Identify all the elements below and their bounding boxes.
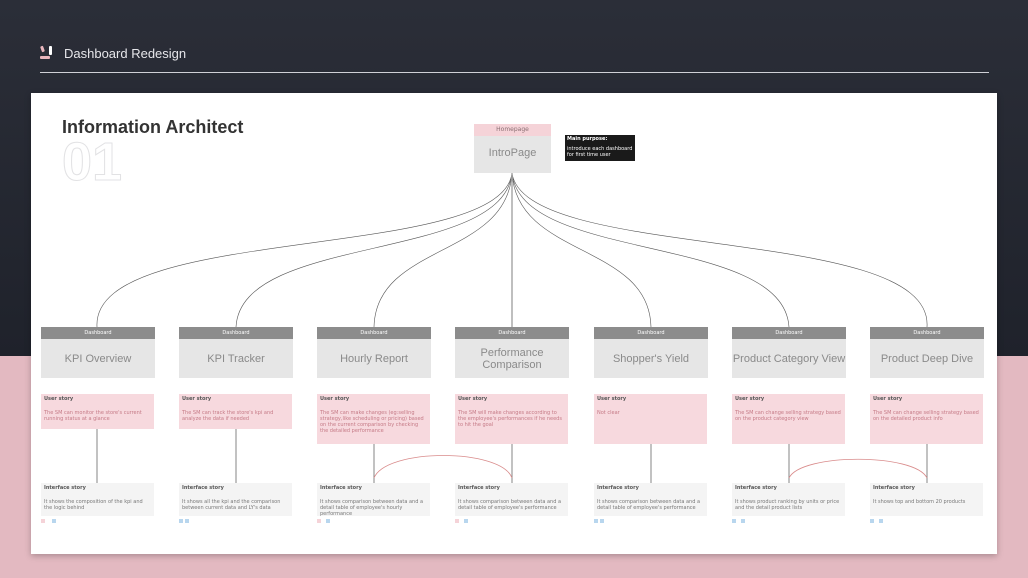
- interface-story-heading: Interface story: [735, 485, 777, 491]
- legend-square: [317, 519, 321, 523]
- legend-square: [600, 519, 604, 523]
- header-divider: [40, 72, 989, 73]
- legend-square: [52, 519, 56, 523]
- legend-square: [326, 519, 330, 523]
- legend-square: [870, 519, 874, 523]
- interface-story-heading: Interface story: [44, 485, 86, 491]
- user-story-text: The SM can change selling strategy based…: [873, 410, 979, 422]
- interface-story-performance-comparison: Interface story It shows comparison betw…: [455, 483, 568, 516]
- legend-square: [179, 519, 183, 523]
- user-story-heading: User story: [44, 396, 74, 402]
- user-story-heading: User story: [873, 396, 903, 402]
- legend-square: [41, 519, 45, 523]
- user-story-product-category-view: User story The SM can change selling str…: [732, 394, 845, 444]
- interface-story-product-category-view: Interface story It shows product ranking…: [732, 483, 845, 516]
- dashboard-tag: Dashboard: [41, 327, 155, 339]
- interface-story-kpi-tracker: Interface story It shows all the kpi and…: [179, 483, 292, 516]
- dashboard-card-product-deep-dive: Dashboard Product Deep Dive: [870, 327, 984, 378]
- dashboard-card-kpi-overview: Dashboard KPI Overview: [41, 327, 155, 378]
- dashboard-tag: Dashboard: [455, 327, 569, 339]
- user-story-text: The SM can track the store's kpi and ana…: [182, 410, 274, 422]
- interface-story-text: It shows the composition of the kpi and …: [44, 499, 143, 511]
- logo-icon: [40, 45, 54, 60]
- user-story-heading: User story: [597, 396, 627, 402]
- interface-story-hourly-report: Interface story It shows comparison betw…: [317, 483, 430, 517]
- connector-lines: [96, 172, 928, 483]
- legend-square: [185, 519, 189, 523]
- interface-story-heading: Interface story: [458, 485, 500, 491]
- interface-story-heading: Interface story: [873, 485, 915, 491]
- homepage-node: Homepage IntroPage: [474, 124, 551, 173]
- legend-square: [594, 519, 598, 523]
- slide-number: 01: [61, 132, 123, 192]
- dashboard-tag: Dashboard: [732, 327, 846, 339]
- project-header: Dashboard Redesign: [40, 44, 186, 62]
- legend-square: [879, 519, 883, 523]
- legend-square: [464, 519, 468, 523]
- dashboard-name: Product Deep Dive: [880, 352, 974, 365]
- user-story-shoppers-yield: User story Not clear: [594, 394, 707, 444]
- dashboard-name: Shopper's Yield: [612, 352, 690, 365]
- dashboard-name: Hourly Report: [340, 352, 408, 365]
- user-story-product-deep-dive: User story The SM can change selling str…: [870, 394, 983, 444]
- dashboard-tag: Dashboard: [594, 327, 708, 339]
- user-story-text: Not clear: [597, 410, 620, 416]
- purpose-title: Main purpose:: [567, 136, 608, 142]
- homepage-name: IntroPage: [488, 147, 537, 159]
- dashboard-name: Product Category View: [732, 352, 846, 365]
- interface-story-text: It shows all the kpi and the comparison …: [182, 499, 281, 511]
- dashboard-tag: Dashboard: [870, 327, 984, 339]
- dashboard-card-shoppers-yield: Dashboard Shopper's Yield: [594, 327, 708, 378]
- user-story-heading: User story: [735, 396, 765, 402]
- interface-story-text: It shows top and bottom 20 products: [873, 499, 966, 505]
- user-story-text: The SM can change selling strategy based…: [735, 410, 841, 422]
- user-story-heading: User story: [320, 396, 350, 402]
- legend-square: [732, 519, 736, 523]
- dashboard-name: KPI Tracker: [207, 352, 265, 365]
- interface-story-text: It shows comparison between data and a d…: [458, 499, 562, 511]
- user-story-text: The SM can make changes (eg:selling stra…: [320, 410, 424, 434]
- slide-title: Information Architect: [62, 117, 244, 137]
- dashboard-tag: Dashboard: [179, 327, 293, 339]
- dashboard-tag: Dashboard: [317, 327, 431, 339]
- dashboard-card-hourly-report: Dashboard Hourly Report: [317, 327, 431, 378]
- homepage-tag: Homepage: [474, 124, 551, 136]
- legend-square: [741, 519, 745, 523]
- user-story-heading: User story: [182, 396, 212, 402]
- dashboard-name: Performance Comparison: [480, 346, 544, 371]
- interface-story-shoppers-yield: Interface story It shows comparison betw…: [594, 483, 707, 516]
- purpose-note: Main purpose: introduce each dashboard f…: [565, 135, 635, 161]
- user-story-hourly-report: User story The SM can make changes (eg:s…: [317, 394, 430, 444]
- user-story-heading: User story: [458, 396, 488, 402]
- purpose-text: introduce each dashboard for first time …: [567, 146, 633, 158]
- interface-story-text: It shows comparison between data and a d…: [320, 499, 424, 517]
- project-title: Dashboard Redesign: [64, 45, 187, 61]
- dashboard-card-performance-comparison: Dashboard Performance Comparison: [455, 327, 569, 378]
- interface-story-text: It shows comparison between data and a d…: [597, 499, 701, 511]
- interface-story-heading: Interface story: [182, 485, 224, 491]
- interface-story-text: It shows product ranking by units or pri…: [735, 499, 840, 511]
- user-story-text: The SM can monitor the store's current r…: [44, 410, 142, 422]
- slide-canvas: Information Architect 01 Homepage Intro: [31, 93, 997, 554]
- user-story-performance-comparison: User story The SM will make changes acco…: [455, 394, 568, 444]
- user-story-text: The SM will make changes according to th…: [458, 410, 562, 428]
- interface-story-heading: Interface story: [597, 485, 639, 491]
- legend-square: [455, 519, 459, 523]
- interface-story-heading: Interface story: [320, 485, 362, 491]
- dashboard-name: KPI Overview: [64, 352, 132, 365]
- dashboard-card-kpi-tracker: Dashboard KPI Tracker: [179, 327, 293, 378]
- dashboard-card-product-category-view: Dashboard Product Category View: [732, 327, 846, 378]
- user-story-kpi-overview: User story The SM can monitor the store'…: [41, 394, 154, 429]
- user-story-kpi-tracker: User story The SM can track the store's …: [179, 394, 292, 429]
- interface-story-product-deep-dive: Interface story It shows top and bottom …: [870, 483, 983, 516]
- interface-story-kpi-overview: Interface story It shows the composition…: [41, 483, 154, 516]
